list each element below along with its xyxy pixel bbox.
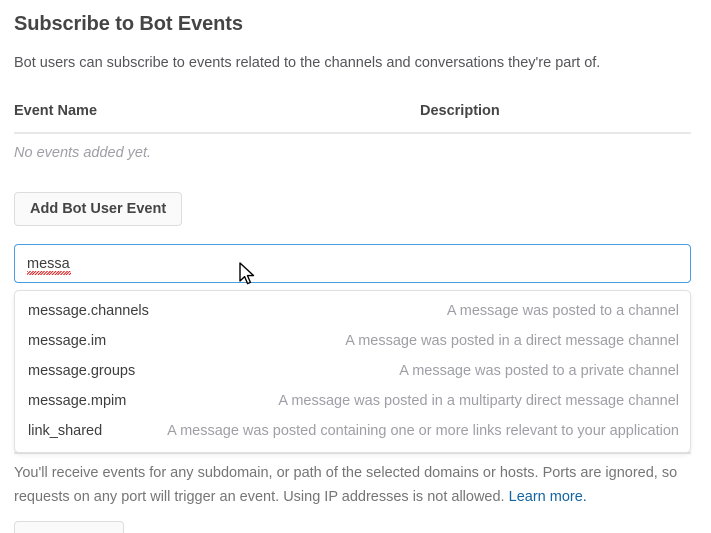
suggestion-item[interactable]: message.mpim A message was posted in a m… — [15, 386, 690, 416]
learn-more-link[interactable]: Learn more. — [508, 489, 587, 505]
suggestion-name: message.groups — [28, 363, 136, 379]
column-header-description: Description — [420, 103, 500, 119]
suggestion-item[interactable]: message.channels A message was posted to… — [15, 296, 690, 326]
suggestion-name: link_shared — [28, 423, 103, 439]
table-divider — [14, 132, 691, 134]
suggestion-description: A message was posted in a multiparty dir… — [278, 393, 679, 409]
events-table: Event Name Description No events added y… — [14, 103, 691, 161]
suggestion-description: A message was posted to a private channe… — [399, 363, 679, 379]
suggestion-name: message.channels — [28, 303, 149, 319]
domains-helper-text: You'll receive events for any subdomain,… — [14, 461, 686, 509]
bottom-action-button[interactable] — [14, 521, 124, 533]
suggestion-description: A message was posted in a direct message… — [345, 333, 679, 349]
suggestion-description: A message was posted to a channel — [446, 303, 679, 319]
events-table-empty-message: No events added yet. — [14, 145, 152, 161]
section-divider — [14, 452, 691, 454]
page-title: Subscribe to Bot Events — [14, 13, 243, 35]
add-bot-user-event-button[interactable]: Add Bot User Event — [14, 192, 183, 226]
column-header-event-name: Event Name — [14, 103, 98, 119]
suggestion-name: message.im — [28, 333, 107, 349]
suggestion-item[interactable]: message.groups A message was posted to a… — [15, 356, 690, 386]
event-search-container — [14, 244, 691, 283]
suggestion-item[interactable]: message.im A message was posted in a dir… — [15, 326, 690, 356]
suggestion-description: A message was posted containing one or m… — [167, 423, 679, 439]
event-suggestions-dropdown[interactable]: message.channels A message was posted to… — [14, 290, 691, 453]
helper-sentence: You'll receive events for any subdomain,… — [14, 465, 678, 505]
event-search-input[interactable] — [14, 244, 691, 283]
suggestion-name: message.mpim — [28, 393, 127, 409]
events-table-header: Event Name Description — [14, 103, 691, 134]
suggestion-item[interactable]: link_shared A message was posted contain… — [15, 416, 690, 446]
page-subtitle: Bot users can subscribe to events relate… — [14, 55, 601, 71]
